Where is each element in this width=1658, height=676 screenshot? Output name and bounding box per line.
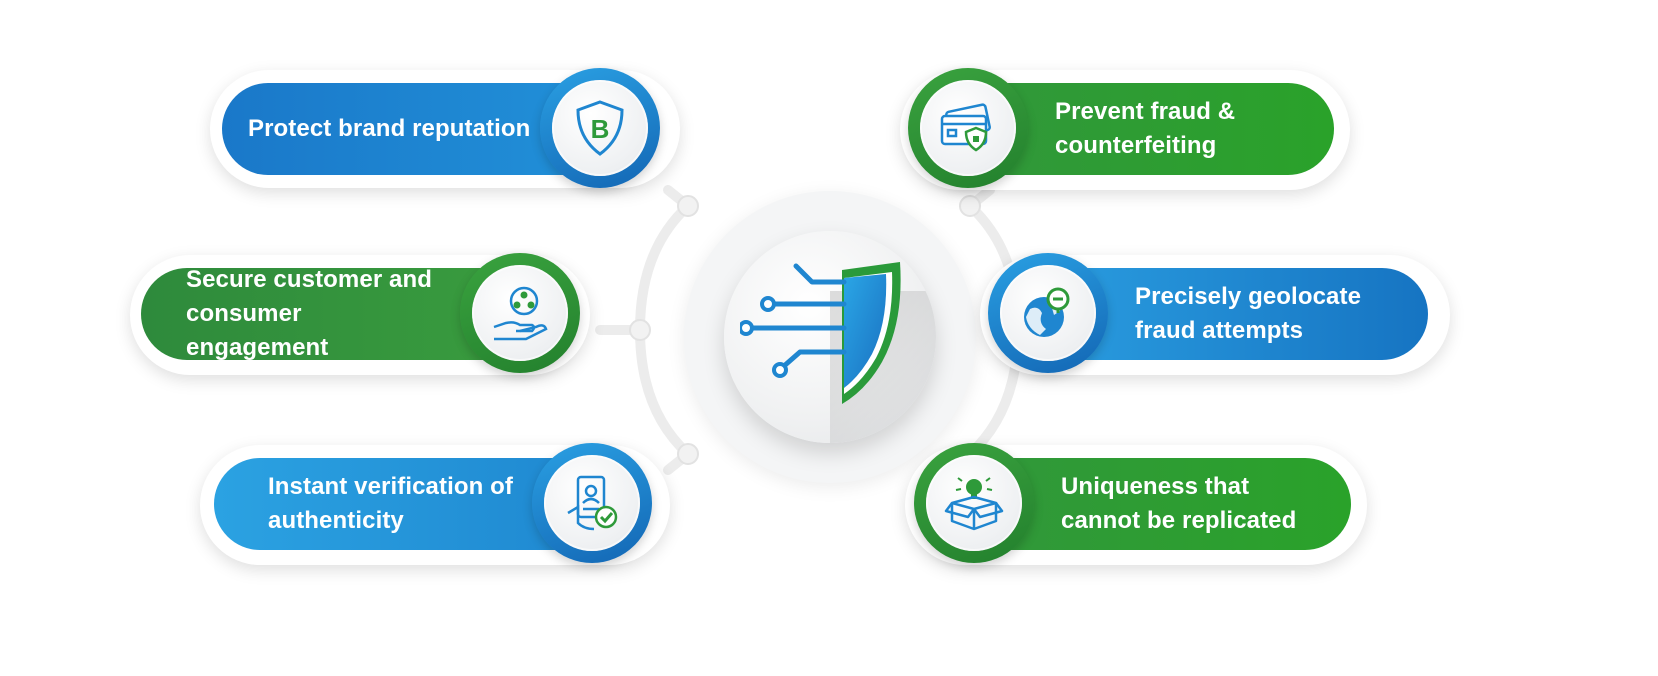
svg-text:B: B bbox=[591, 114, 610, 144]
benefit-icon-badge bbox=[914, 443, 1034, 563]
brand-shield-icon: B bbox=[576, 100, 624, 156]
globe-pin-icon bbox=[1024, 287, 1070, 337]
benefit-label: Prevent fraud & counterfeiting bbox=[1055, 98, 1236, 159]
benefit-icon-badge bbox=[988, 253, 1108, 373]
benefit-label: Secure customer and consumer engagement bbox=[186, 266, 432, 361]
credit-card-lock-icon bbox=[940, 103, 991, 152]
benefit-label: Precisely geolocate fraud attempts bbox=[1135, 283, 1362, 344]
benefit-card: Uniqueness that cannot be replicated bbox=[965, 458, 1351, 550]
benefit-label: Protect brand reputation bbox=[248, 115, 531, 142]
benefit-label: Instant verification of authenticity bbox=[268, 473, 513, 534]
id-card-check-icon bbox=[567, 475, 618, 531]
benefit-icon-badge: B bbox=[540, 68, 660, 188]
benefit-icon-badge bbox=[532, 443, 652, 563]
benefit-icon-badge bbox=[460, 253, 580, 373]
benefit-label: Uniqueness that cannot be replicated bbox=[1061, 473, 1297, 534]
hand-network-icon bbox=[493, 286, 548, 341]
box-lightbulb-icon bbox=[944, 477, 1004, 531]
benefit-icon-badge bbox=[908, 68, 1028, 188]
circuit-shield-icon bbox=[740, 262, 901, 404]
